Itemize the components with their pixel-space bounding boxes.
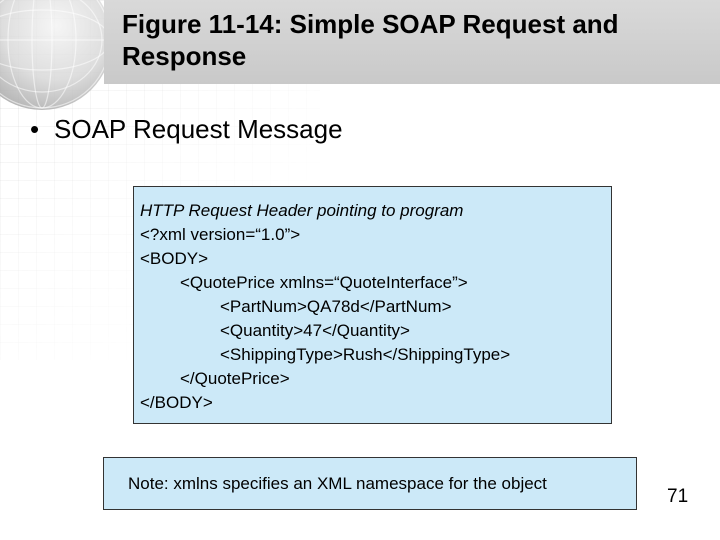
- soap-request-box: HTTP Request Header pointing to program …: [133, 186, 612, 424]
- code-line: <PartNum>QA78d</PartNum>: [220, 297, 452, 316]
- code-line: </BODY>: [140, 393, 213, 412]
- bullet-text: SOAP Request Message: [54, 114, 343, 144]
- title-bar: [104, 0, 720, 84]
- code-line: <?xml version=“1.0”>: [140, 225, 301, 244]
- code-line: <QuotePrice xmlns=“QuoteInterface”>: [180, 273, 468, 292]
- code-line: <ShippingType>Rush</ShippingType>: [220, 345, 511, 364]
- globe-icon: [0, 0, 111, 109]
- code-line: <Quantity>47</Quantity>: [220, 321, 410, 340]
- code-line: <BODY>: [140, 249, 209, 268]
- slide-title: Figure 11-14: Simple SOAP Request and Re…: [122, 9, 619, 71]
- page-number: 71: [667, 486, 689, 507]
- code-line: HTTP Request Header pointing to program: [140, 201, 464, 220]
- note-box: Note: xmlns specifies an XML namespace f…: [103, 457, 637, 510]
- bullet-item: • SOAP Request Message: [30, 113, 343, 145]
- code-line: </QuotePrice>: [180, 369, 290, 388]
- bullet-marker: •: [30, 114, 40, 144]
